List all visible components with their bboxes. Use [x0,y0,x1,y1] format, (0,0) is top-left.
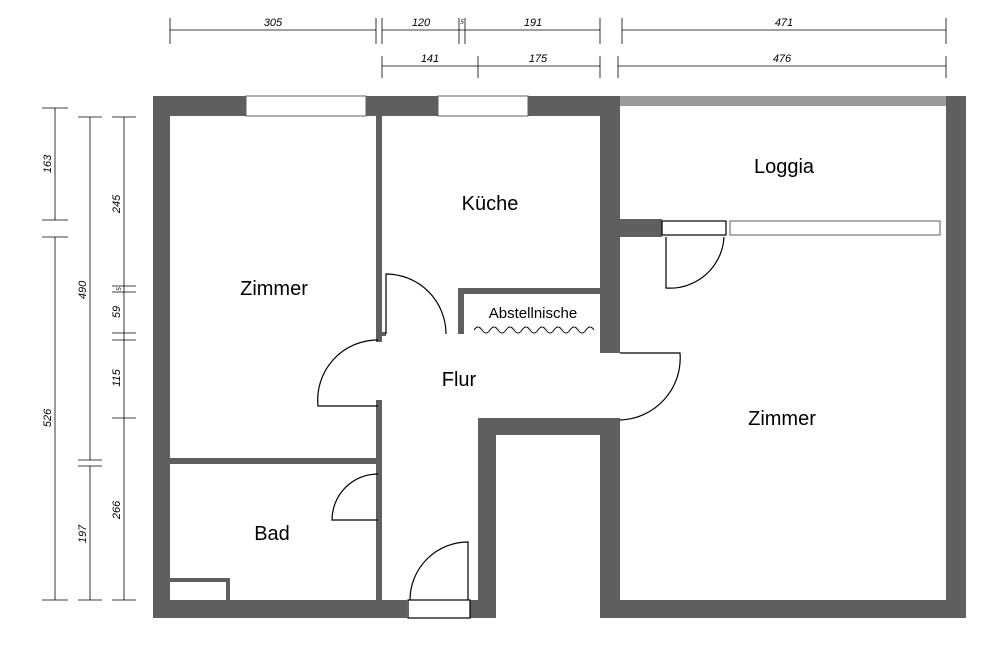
label-zimmer-right: Zimmer [748,408,816,430]
left-dimension-labels: 163 526 245 490 5 59 115 197 266 [42,154,123,543]
top-dimension-labels: 305 120 5 191 471 141 175 476 [264,17,793,65]
door-loggia [665,236,725,289]
dim-266: 266 [111,500,123,520]
window-zimmer-left [245,95,367,117]
doors [317,220,727,619]
dim-141: 141 [421,53,439,65]
left-dimension-lines [42,107,136,601]
label-flur: Flur [442,369,477,391]
dim-59: 59 [111,306,123,318]
loggia-threshold [661,220,727,236]
window-loggia [729,220,941,236]
dim-490: 490 [77,280,89,299]
label-abstellnische: Abstellnische [489,305,577,322]
door-kueche [385,273,447,335]
door-entrance [409,541,469,601]
dim-115: 115 [111,368,123,386]
dim-526: 526 [42,408,54,427]
label-kueche: Küche [462,193,519,215]
dim-471: 471 [775,17,793,29]
window-kueche [437,95,529,117]
label-loggia: Loggia [754,156,815,178]
label-bad: Bad [254,523,290,545]
dim-120: 120 [412,17,431,29]
door-bad [331,473,379,521]
door-zimmer-right [619,352,681,421]
label-zimmer-left: Zimmer [240,278,308,300]
dim-163: 163 [42,154,54,173]
curtain-abstellnische [473,326,595,334]
room-labels: Zimmer Küche Abstellnische Flur Bad Logg… [240,156,816,545]
door-zimmer-left [317,339,379,407]
dim-197: 197 [77,524,89,543]
dim-5-left: 5 [117,287,123,291]
dim-175: 175 [529,53,548,65]
dim-305: 305 [264,17,283,29]
entrance-threshold [407,599,471,619]
dim-191: 191 [524,17,542,29]
dim-476: 476 [773,53,792,65]
top-dimension-lines [169,18,947,78]
dim-245: 245 [111,194,123,214]
windows [245,95,941,236]
dim-5-top: 5 [460,20,464,26]
